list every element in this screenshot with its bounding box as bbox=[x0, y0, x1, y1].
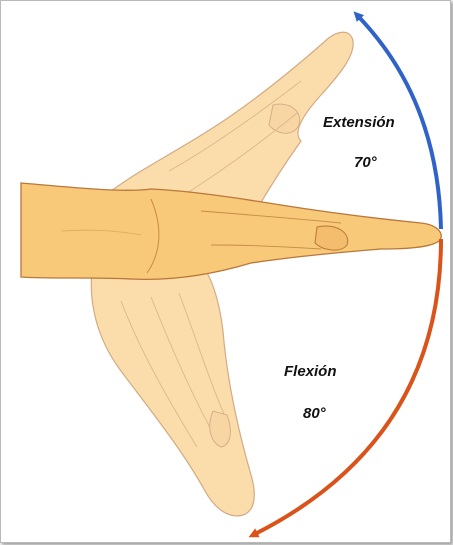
extension-angle: 70° bbox=[354, 154, 377, 171]
extension-label: Extensión bbox=[323, 114, 395, 131]
neutral-hand-and-forearm bbox=[21, 183, 441, 279]
flexion-label: Flexión bbox=[284, 363, 337, 380]
flexed-hand bbox=[91, 254, 254, 516]
flexion-arc bbox=[253, 239, 441, 535]
flexion-angle: 80° bbox=[303, 405, 326, 422]
